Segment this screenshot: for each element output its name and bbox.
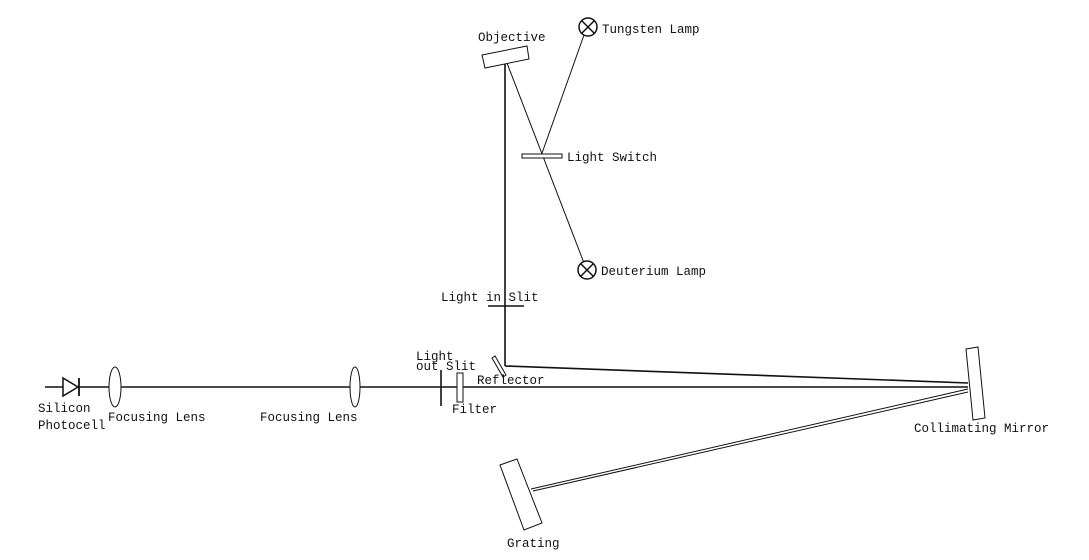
silicon-photocell-icon bbox=[62, 376, 80, 398]
beam-deuterium bbox=[506, 62, 585, 264]
focusing-lens-1-icon bbox=[108, 366, 122, 408]
label-reflector: Reflector bbox=[477, 374, 545, 388]
deuterium-lamp-icon bbox=[577, 260, 597, 280]
beam-grating-1 bbox=[530, 388, 969, 490]
label-silicon-photocell-line1: Silicon bbox=[38, 402, 91, 416]
light-switch-icon bbox=[521, 153, 563, 159]
beam-grating-2 bbox=[532, 391, 969, 492]
label-tungsten-lamp: Tungsten Lamp bbox=[602, 23, 700, 37]
label-filter: Filter bbox=[452, 403, 497, 417]
beam-tungsten bbox=[540, 34, 585, 157]
beam-to-mirror bbox=[504, 365, 969, 384]
label-silicon-photocell-line2: Photocell bbox=[38, 419, 106, 433]
label-objective: Objective bbox=[478, 31, 546, 45]
label-focusing-lens-2: Focusing Lens bbox=[260, 411, 358, 425]
grating-icon bbox=[499, 458, 543, 531]
objective-icon bbox=[481, 45, 530, 69]
label-light-switch: Light Switch bbox=[567, 151, 657, 165]
label-light-out-slit-line1: Light bbox=[416, 350, 454, 364]
label-collimating-mirror: Collimating Mirror bbox=[914, 422, 1049, 436]
label-light-in-slit: Light in Slit bbox=[441, 291, 539, 305]
reflector-icon bbox=[491, 355, 507, 378]
label-focusing-lens-1: Focusing Lens bbox=[108, 411, 206, 425]
focusing-lens-2-icon bbox=[349, 366, 361, 408]
label-grating: Grating bbox=[507, 537, 560, 551]
filter-icon bbox=[456, 372, 464, 403]
collimating-mirror-icon bbox=[965, 346, 986, 421]
label-light-out-slit-line2: out Slit bbox=[416, 360, 476, 374]
label-deuterium-lamp: Deuterium Lamp bbox=[601, 265, 706, 279]
tungsten-lamp-icon bbox=[578, 17, 598, 37]
